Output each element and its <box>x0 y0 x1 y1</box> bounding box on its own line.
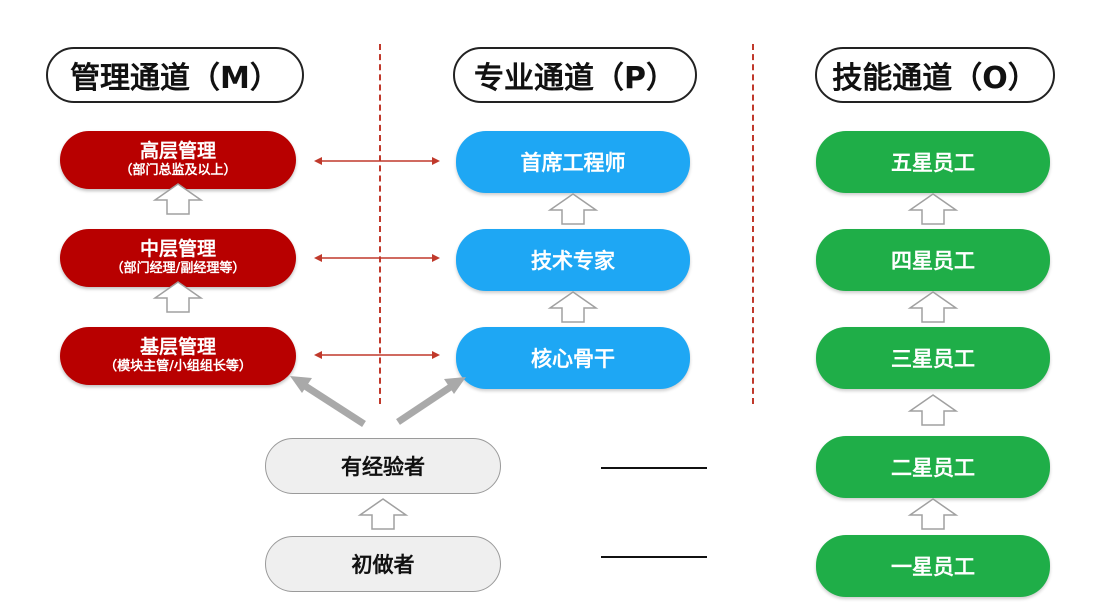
management-middle-sub: （部门经理/副经理等） <box>110 261 246 276</box>
header-o-label: 技能通道（O） <box>832 61 1038 96</box>
entry-experienced-label: 有经验者 <box>341 455 425 479</box>
management-junior-sub: （模块主管/小组组长等） <box>104 359 252 374</box>
skill-five-star-node: 五星员工 <box>816 131 1050 193</box>
diagonal-arrow-icon <box>396 377 466 425</box>
skill-two-star-label: 二星员工 <box>891 456 975 480</box>
management-senior-sub: （部门总监及以上） <box>119 163 237 178</box>
divider-left <box>379 44 381 404</box>
header-skill-channel: 技能通道（O） <box>815 47 1055 103</box>
management-junior-node: 基层管理 （模块主管/小组组长等） <box>60 327 296 385</box>
up-arrow-icon <box>907 394 959 426</box>
entry-experienced-node: 有经验者 <box>265 438 501 494</box>
up-arrow-icon <box>152 183 204 215</box>
professional-expert-node: 技术专家 <box>456 229 690 291</box>
management-middle-title: 中层管理 <box>139 238 216 260</box>
management-senior-node: 高层管理 （部门总监及以上） <box>60 131 296 189</box>
skill-four-star-label: 四星员工 <box>891 249 975 273</box>
skill-three-star-label: 三星员工 <box>891 347 975 371</box>
up-arrow-icon <box>907 193 959 225</box>
skill-five-star-label: 五星员工 <box>891 151 975 175</box>
management-middle-node: 中层管理 （部门经理/副经理等） <box>60 229 296 287</box>
management-senior-title: 高层管理 <box>139 140 216 162</box>
beginner-to-one-star-line <box>601 556 707 558</box>
entry-beginner-label: 初做者 <box>351 553 415 577</box>
professional-core-node: 核心骨干 <box>456 327 690 389</box>
professional-chief-engineer-label: 首席工程师 <box>520 151 626 175</box>
entry-beginner-node: 初做者 <box>265 536 501 592</box>
professional-core-label: 核心骨干 <box>531 347 615 371</box>
up-arrow-icon <box>907 498 959 530</box>
skill-three-star-node: 三星员工 <box>816 327 1050 389</box>
up-arrow-icon <box>357 498 409 530</box>
skill-one-star-node: 一星员工 <box>816 535 1050 597</box>
header-management-channel: 管理通道（M） <box>46 47 304 103</box>
up-arrow-icon <box>547 291 599 323</box>
up-arrow-icon <box>152 281 204 313</box>
header-p-label: 专业通道（P） <box>474 61 676 96</box>
up-arrow-icon <box>547 193 599 225</box>
header-m-label: 管理通道（M） <box>70 61 280 96</box>
experienced-to-two-star-line <box>601 467 707 469</box>
skill-two-star-node: 二星员工 <box>816 436 1050 498</box>
skill-four-star-node: 四星员工 <box>816 229 1050 291</box>
divider-right <box>752 44 754 404</box>
skill-one-star-label: 一星员工 <box>891 555 975 579</box>
professional-expert-label: 技术专家 <box>531 249 615 273</box>
professional-chief-engineer-node: 首席工程师 <box>456 131 690 193</box>
up-arrow-icon <box>907 291 959 323</box>
diagonal-arrow-icon <box>290 376 366 427</box>
management-junior-title: 基层管理 <box>139 336 216 358</box>
header-professional-channel: 专业通道（P） <box>453 47 697 103</box>
